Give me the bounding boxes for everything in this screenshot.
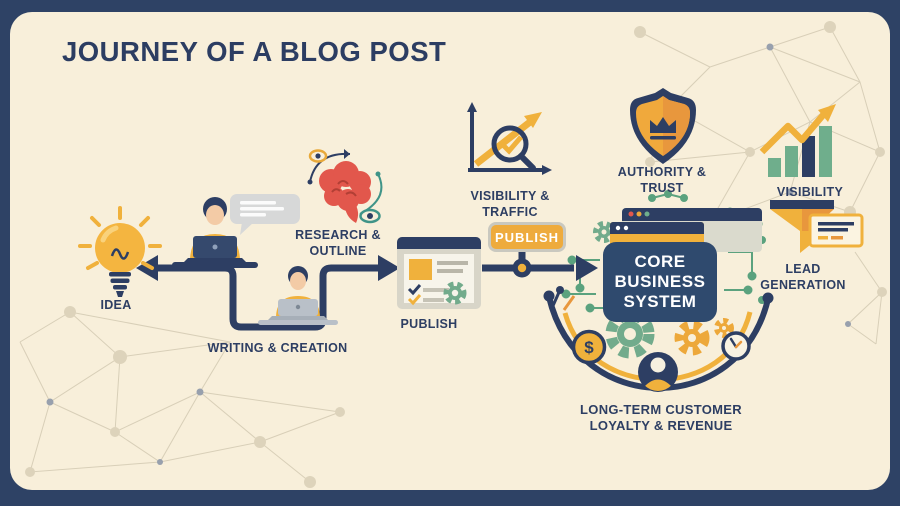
research-brain-icon (307, 149, 383, 224)
eye-icon (308, 149, 381, 224)
lead-card-icon (808, 213, 864, 248)
clock-icon (721, 331, 751, 361)
customer-avatar-icon (638, 352, 678, 392)
lightbulb-icon (78, 206, 162, 297)
gear-icon (443, 281, 467, 305)
flow-node (512, 258, 532, 278)
magnifier-icon (491, 125, 536, 171)
lead-generation-label: LEAD GENERATION (760, 262, 846, 292)
writer2-at-laptop-icon (258, 266, 338, 325)
crown-icon (650, 117, 676, 140)
loyalty-revenue-label: LONG-TERM CUSTOMER LOYALTY & REVENUE (580, 402, 742, 434)
traffic-growth-chart-icon (467, 102, 552, 175)
lightbulb-rays (78, 206, 162, 270)
publish-badge-label: PUBLISH (491, 225, 563, 249)
arrow-right-to-publish (378, 255, 400, 281)
visibility-label: VISIBILITY (776, 185, 844, 199)
publish-badge: PUBLISH (488, 222, 566, 252)
core-business-system-cluster (550, 190, 766, 359)
brain-shape (319, 161, 371, 223)
gear-icon (593, 221, 734, 359)
visibility-traffic-label: VISIBILITY & TRAFFIC (470, 189, 550, 219)
idea-label: IDEA (100, 298, 132, 312)
lead-funnel-icon (770, 200, 864, 253)
publish-label: PUBLISH (400, 317, 458, 331)
visibility-bar-chart-icon (759, 104, 836, 177)
page-title: JOURNEY OF A BLOG POST (62, 36, 447, 67)
publish-document-icon (397, 237, 481, 309)
authority-shield-icon (630, 88, 696, 164)
arrow-left-to-idea (136, 255, 158, 281)
authority-trust-label: AUTHORITY & TRUST (617, 165, 707, 195)
main-flow-path (154, 264, 574, 331)
badge-post (518, 247, 526, 260)
research-outline-label: RESEARCH & OUTLINE (295, 228, 381, 258)
speech-bubble-icon (230, 194, 300, 235)
core-business-system-label: CORE BUSINESS SYSTEM (614, 252, 706, 312)
dollar-coin-icon: $ (571, 329, 607, 365)
arrow-right-to-core (576, 255, 598, 281)
svg-text:$: $ (584, 338, 594, 357)
core-business-system-box (603, 242, 717, 322)
writing-creation-label: WRITING & CREATION (207, 341, 348, 355)
writer-at-laptop-icon (172, 197, 258, 268)
